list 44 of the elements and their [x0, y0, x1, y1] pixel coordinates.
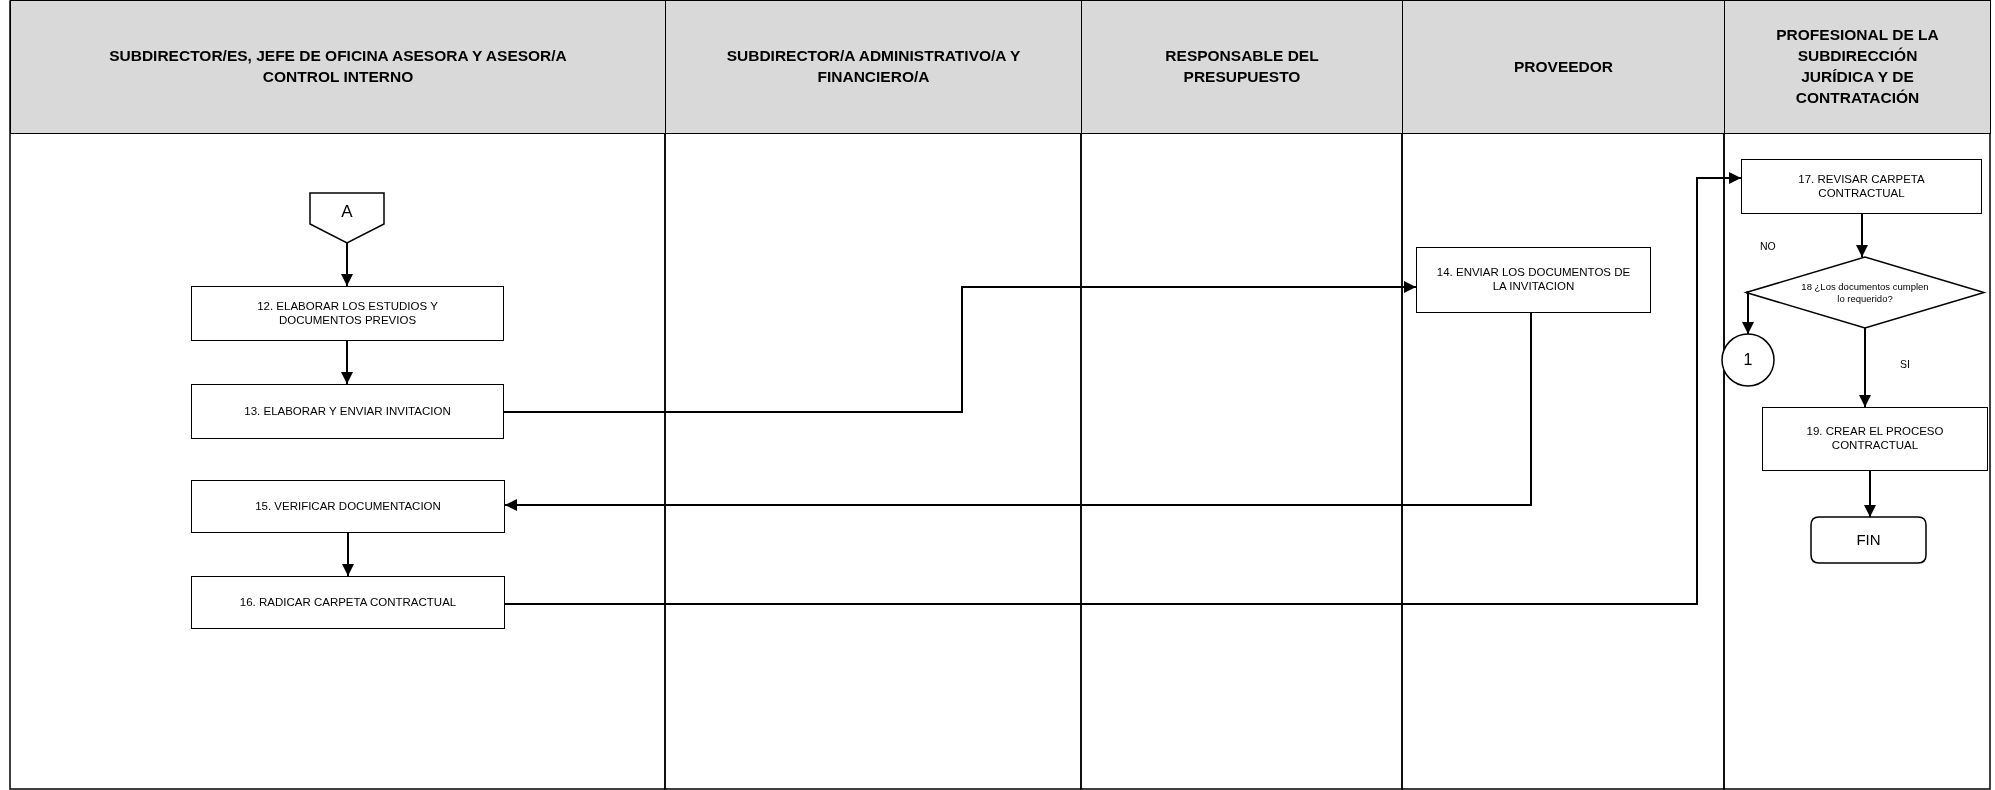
process-box — [191, 384, 504, 439]
lane-header — [10, 0, 666, 134]
arrow — [341, 242, 353, 287]
process-box — [1741, 159, 1982, 214]
step-label: FIN — [1855, 531, 1882, 549]
process-box — [1416, 247, 1651, 313]
arrow — [1856, 213, 1868, 258]
arrow — [1742, 291, 1754, 335]
lane-title: SUBDIRECTOR/ES, JEFE DE OFICINA ASESORA Y ASESOR/A CONTROL INTERNO — [108, 46, 568, 87]
step-label: 19. CREAR EL PROCESO CONTRACTUAL — [1805, 425, 1945, 453]
step-label: 13. ELABORAR Y ENVIAR INVITACION — [243, 404, 452, 419]
lane-header — [665, 0, 1082, 134]
terminator — [1811, 517, 1926, 563]
edge-label: NO — [1758, 240, 1778, 252]
step-label: 15. VERIFICAR DOCUMENTACION — [254, 499, 442, 514]
lane-title: SUBDIRECTOR/A ADMINISTRATIVO/A Y FINANCIERO/A — [725, 46, 1022, 87]
step-label: 16. RADICAR CARPETA CONTRACTUAL — [238, 595, 458, 610]
step-label: 14. ENVIAR LOS DOCUMENTOS DE LA INVITACION — [1435, 266, 1632, 294]
process-box — [191, 576, 505, 629]
arrow — [342, 532, 354, 577]
lane-header — [1724, 0, 1991, 134]
offpage-connector — [310, 193, 384, 243]
step-label: 18 ¿Los documentos cumplen lo requerido? — [1800, 281, 1930, 304]
process-box — [1762, 407, 1988, 471]
arrow — [1859, 327, 1871, 408]
step-label: 17. REVISAR CARPETA CONTRACTUAL — [1797, 172, 1926, 201]
process-box — [191, 286, 504, 341]
lane-title: PROFESIONAL DE LA SUBDIRECCIÓN JURÍDICA Y DE CONTRATACIÓN — [1775, 25, 1940, 108]
decision-diamond — [1746, 257, 1984, 328]
connector-label: 1 — [1742, 350, 1754, 370]
process-box — [191, 480, 505, 533]
lane-title: RESPONSABLE DEL PRESUPUESTO — [1164, 46, 1320, 87]
arrow — [1864, 470, 1876, 518]
edge-label: SI — [1898, 358, 1912, 370]
lane-title: PROVEEDOR — [1513, 56, 1614, 77]
arrow — [341, 340, 353, 385]
arrow — [504, 312, 1532, 511]
connector-circle — [1722, 334, 1774, 386]
lane-header — [1081, 0, 1403, 134]
lane-header — [1402, 0, 1725, 134]
step-label: 12. ELABORAR LOS ESTUDIOS Y DOCUMENTOS PREVIOS — [256, 299, 439, 328]
arrow — [503, 281, 1417, 413]
connector-label: A — [340, 201, 354, 222]
arrow — [504, 172, 1742, 605]
